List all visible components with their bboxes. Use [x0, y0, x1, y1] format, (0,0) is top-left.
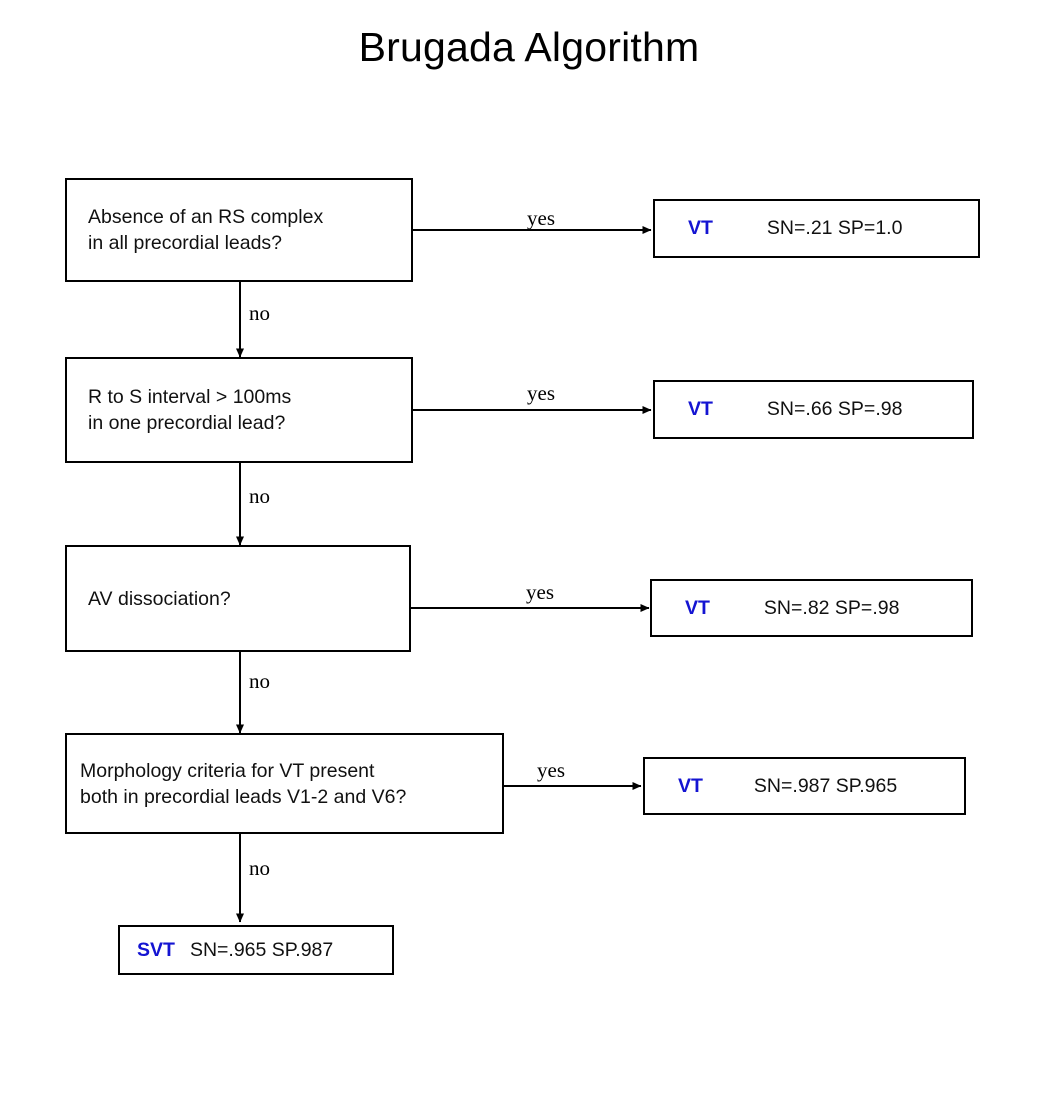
outcome-box-step-2[interactable]: VT SN=.66 SP=.98 [653, 380, 974, 439]
decision-text-step-2: R to S interval > 100ms in one precordia… [88, 386, 292, 434]
outcome-stats-step-1: SN=.21 SP=1.0 [766, 217, 903, 239]
edge-label-step4-no: no [249, 856, 270, 880]
edge-label-step1-yes: yes [527, 206, 555, 230]
edge-label-step1-no: no [249, 301, 270, 325]
outcome-diagnosis-step-2: VT [688, 398, 713, 420]
outcome-box-step-3[interactable]: VT SN=.82 SP=.98 [650, 579, 973, 637]
outcome-stats-step-3: SN=.82 SP=.98 [763, 596, 900, 619]
outcome-box-final[interactable]: SVT SN=.965 SP.987 [118, 925, 394, 975]
decision-text-step-3: AV dissociation? [88, 587, 231, 610]
outcome-diagnosis-step-4: VT [678, 774, 703, 797]
decision-box-step-3[interactable]: AV dissociation? [65, 545, 411, 652]
edge-label-step3-yes: yes [526, 580, 554, 604]
edge-label-step4-yes: yes [537, 758, 565, 782]
edge-label-step2-yes: yes [527, 381, 555, 405]
outcome-stats-step-4: SN=.987 SP.965 [753, 774, 898, 797]
outcome-box-step-4[interactable]: VT SN=.987 SP.965 [643, 757, 966, 815]
decision-box-step-4[interactable]: Morphology criteria for VT present both … [65, 733, 504, 834]
page-title: Brugada Algorithm [358, 24, 700, 70]
decision-box-step-1[interactable]: Absence of an RS complex in all precordi… [65, 178, 413, 282]
decision-text-step-1: Absence of an RS complex in all precordi… [88, 206, 324, 254]
decision-text-step-4: Morphology criteria for VT present both … [80, 759, 407, 808]
outcome-diagnosis-step-3: VT [685, 596, 710, 619]
outcome-diagnosis-step-1: VT [688, 217, 713, 239]
outcome-stats-final: SN=.965 SP.987 [189, 938, 334, 961]
outcome-diagnosis-final: SVT [137, 938, 175, 961]
edge-label-step3-no: no [249, 669, 270, 693]
outcome-stats-step-2: SN=.66 SP=.98 [766, 398, 903, 420]
decision-box-step-2[interactable]: R to S interval > 100ms in one precordia… [65, 357, 413, 463]
edge-label-step2-no: no [249, 484, 270, 508]
outcome-box-step-1[interactable]: VT SN=.21 SP=1.0 [653, 199, 980, 258]
